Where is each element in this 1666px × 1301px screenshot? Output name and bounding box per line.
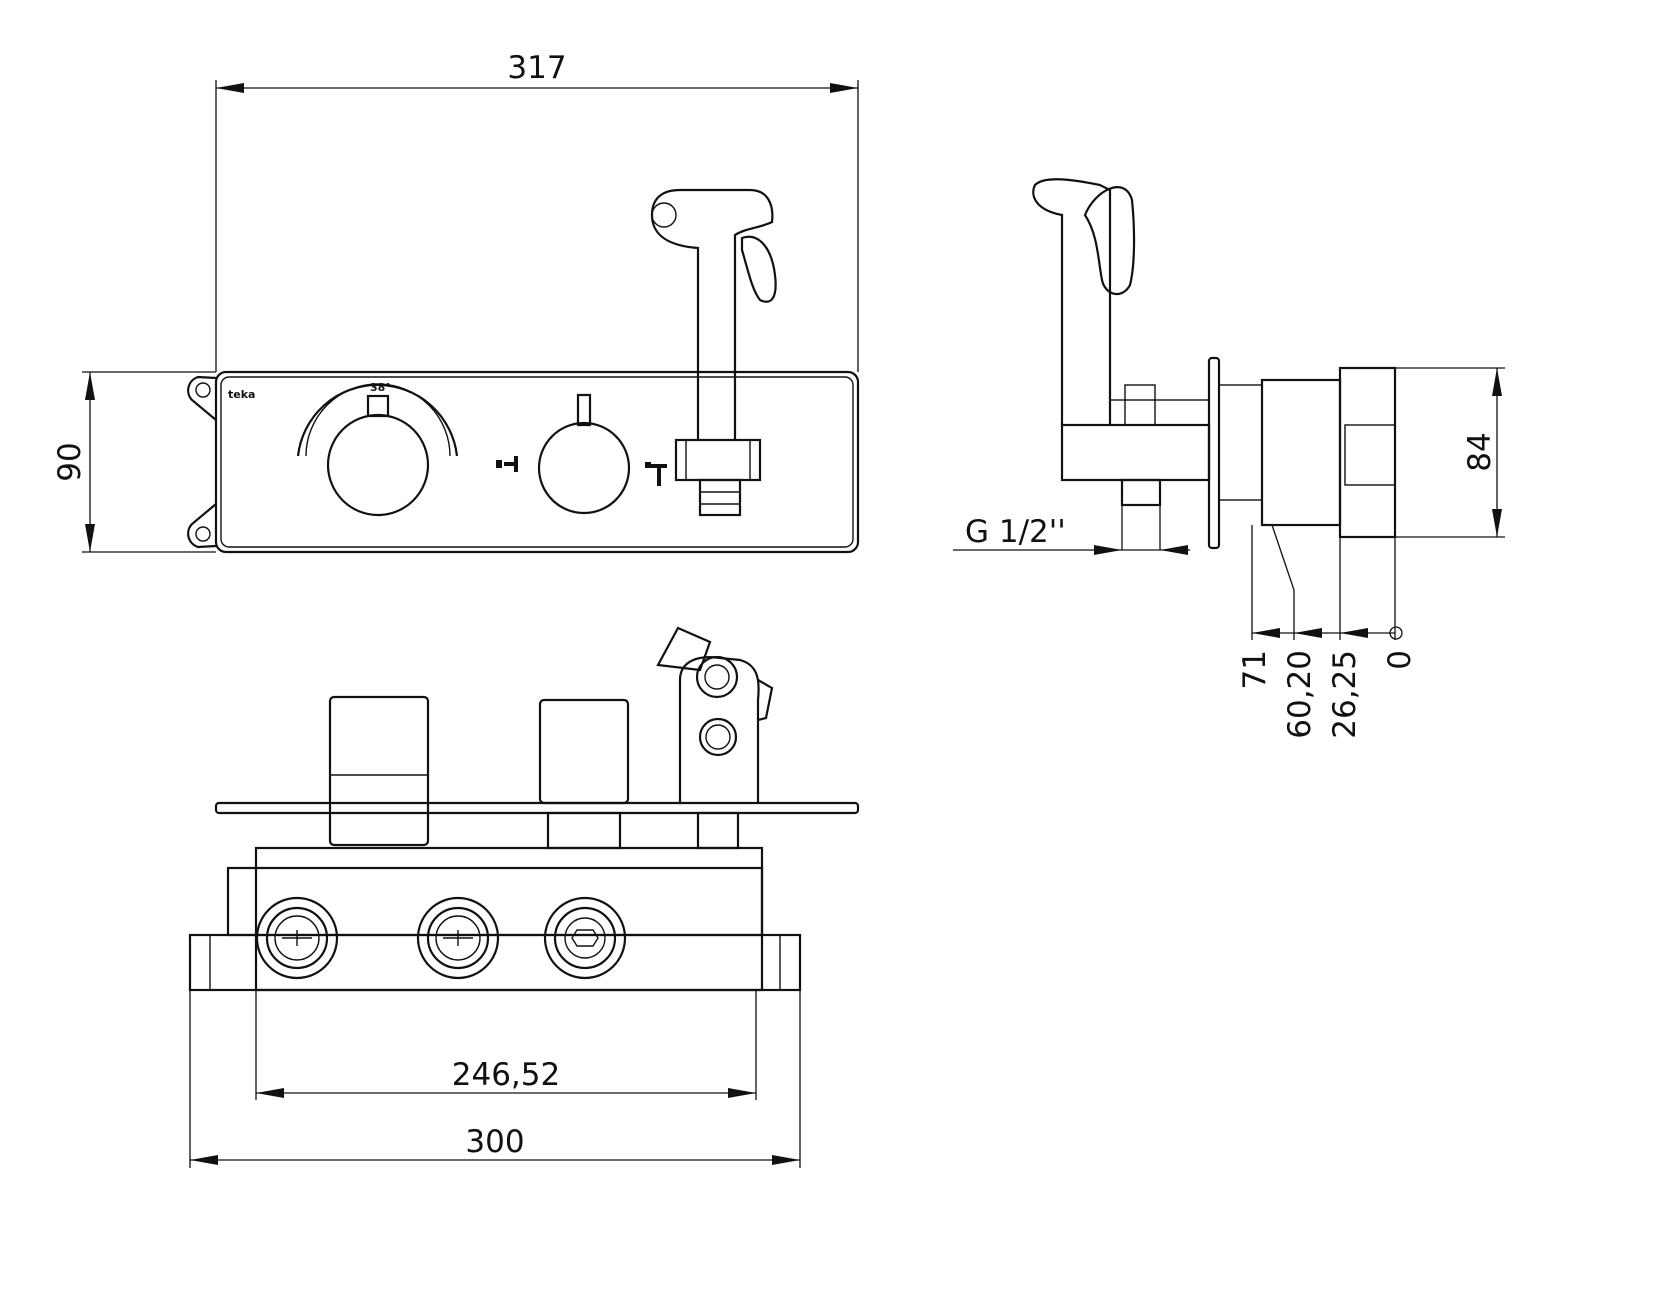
- thermostat-knob-top: [328, 695, 430, 847]
- housing-side: [1260, 378, 1342, 527]
- hand-shower-lever: [740, 235, 777, 303]
- arrowhead: [1160, 545, 1188, 555]
- arrowhead: [85, 524, 95, 552]
- arrowhead: [1094, 545, 1122, 555]
- dimension-300-label: 300: [465, 1124, 524, 1160]
- bracket-hole-inner: [704, 664, 730, 690]
- temperature-scale-arc-inner: [305, 383, 451, 457]
- hand-shower-side: [1032, 178, 1112, 425]
- extension-line: [1271, 524, 1295, 640]
- hose-nut: [698, 478, 742, 517]
- depth-60-20-label: 60,20: [1282, 650, 1318, 739]
- diverter-knob: [537, 421, 631, 515]
- brand-logo: teka: [228, 388, 255, 401]
- arrowhead: [728, 1088, 756, 1098]
- arrowhead: [85, 372, 95, 400]
- shower-holder-connector: [674, 438, 762, 482]
- bracket-hole-inner: [705, 724, 731, 750]
- arrowhead: [256, 1088, 284, 1098]
- arrowhead: [216, 83, 244, 93]
- bottom-view: 246,52 300: [188, 626, 860, 1168]
- bracket-hole-upper: [695, 655, 739, 699]
- hand-shower-end: [656, 626, 712, 672]
- mounting-hole: [195, 382, 211, 398]
- mounting-box: [188, 933, 802, 992]
- outlet-fitting: [543, 896, 627, 980]
- g-half-thread: [1120, 478, 1162, 507]
- depth-0-label: 0: [1382, 650, 1418, 670]
- temperature-mark: 38°: [370, 381, 391, 394]
- bracket-lever: [757, 679, 774, 722]
- front-view: 317 90 teka 38°: [52, 50, 860, 554]
- diverter-pointer: [576, 393, 592, 427]
- diverter-spindle: [546, 811, 622, 850]
- arrowhead: [830, 83, 858, 93]
- arrowhead: [190, 1155, 218, 1165]
- arrowhead: [1252, 628, 1280, 638]
- housing-back-side: [1338, 366, 1397, 539]
- dimension-246-52-label: 246,52: [452, 1057, 560, 1093]
- mounting-hole: [195, 526, 211, 542]
- spray-head: [651, 202, 677, 228]
- thread-label: G 1/2'': [965, 514, 1066, 550]
- cover-plate-side: [1207, 356, 1221, 550]
- arrowhead: [1340, 628, 1368, 638]
- cover-plate-top: [214, 801, 860, 815]
- depth-26-25-label: 26,25: [1327, 650, 1363, 739]
- knob-indicator: [366, 394, 390, 418]
- mounting-ear-top: [187, 375, 217, 421]
- hand-shower: [650, 188, 774, 440]
- bracket-hole-lower: [698, 717, 738, 757]
- valve-body-side: [1060, 423, 1211, 482]
- arrowhead: [772, 1155, 800, 1165]
- bracket-stem: [696, 811, 740, 850]
- inlet-fitting: [416, 896, 500, 980]
- cover-plate-inner: [220, 376, 854, 548]
- dimension-84-label: 84: [1462, 432, 1498, 471]
- shower-bracket-top: [678, 656, 760, 803]
- tap-icon: [496, 456, 518, 472]
- housing-inner: [1344, 424, 1396, 486]
- origin-marker: [1389, 626, 1403, 640]
- depth-71-label: 71: [1237, 650, 1273, 689]
- arrowhead: [1492, 368, 1502, 396]
- arrowhead: [1294, 628, 1322, 638]
- thermostat-knob: [326, 413, 430, 517]
- arrowhead: [1492, 509, 1502, 537]
- mounting-ear-bottom: [187, 503, 217, 549]
- diverter-knob-top: [538, 698, 630, 805]
- cover-plate: [214, 370, 860, 554]
- connector-side: [1218, 384, 1263, 501]
- hand-shower-lever-side: [1083, 186, 1136, 296]
- side-view: G 1/2'' 84 71 60,20 26,25 0: [953, 178, 1505, 739]
- dimension-90-label: 90: [52, 442, 88, 481]
- inlet-fitting: [255, 896, 339, 980]
- temperature-scale-arc: [296, 383, 459, 457]
- bracket-side: [1124, 384, 1156, 426]
- hand-shower-icon: [645, 462, 667, 486]
- dimension-317-label: 317: [507, 50, 566, 86]
